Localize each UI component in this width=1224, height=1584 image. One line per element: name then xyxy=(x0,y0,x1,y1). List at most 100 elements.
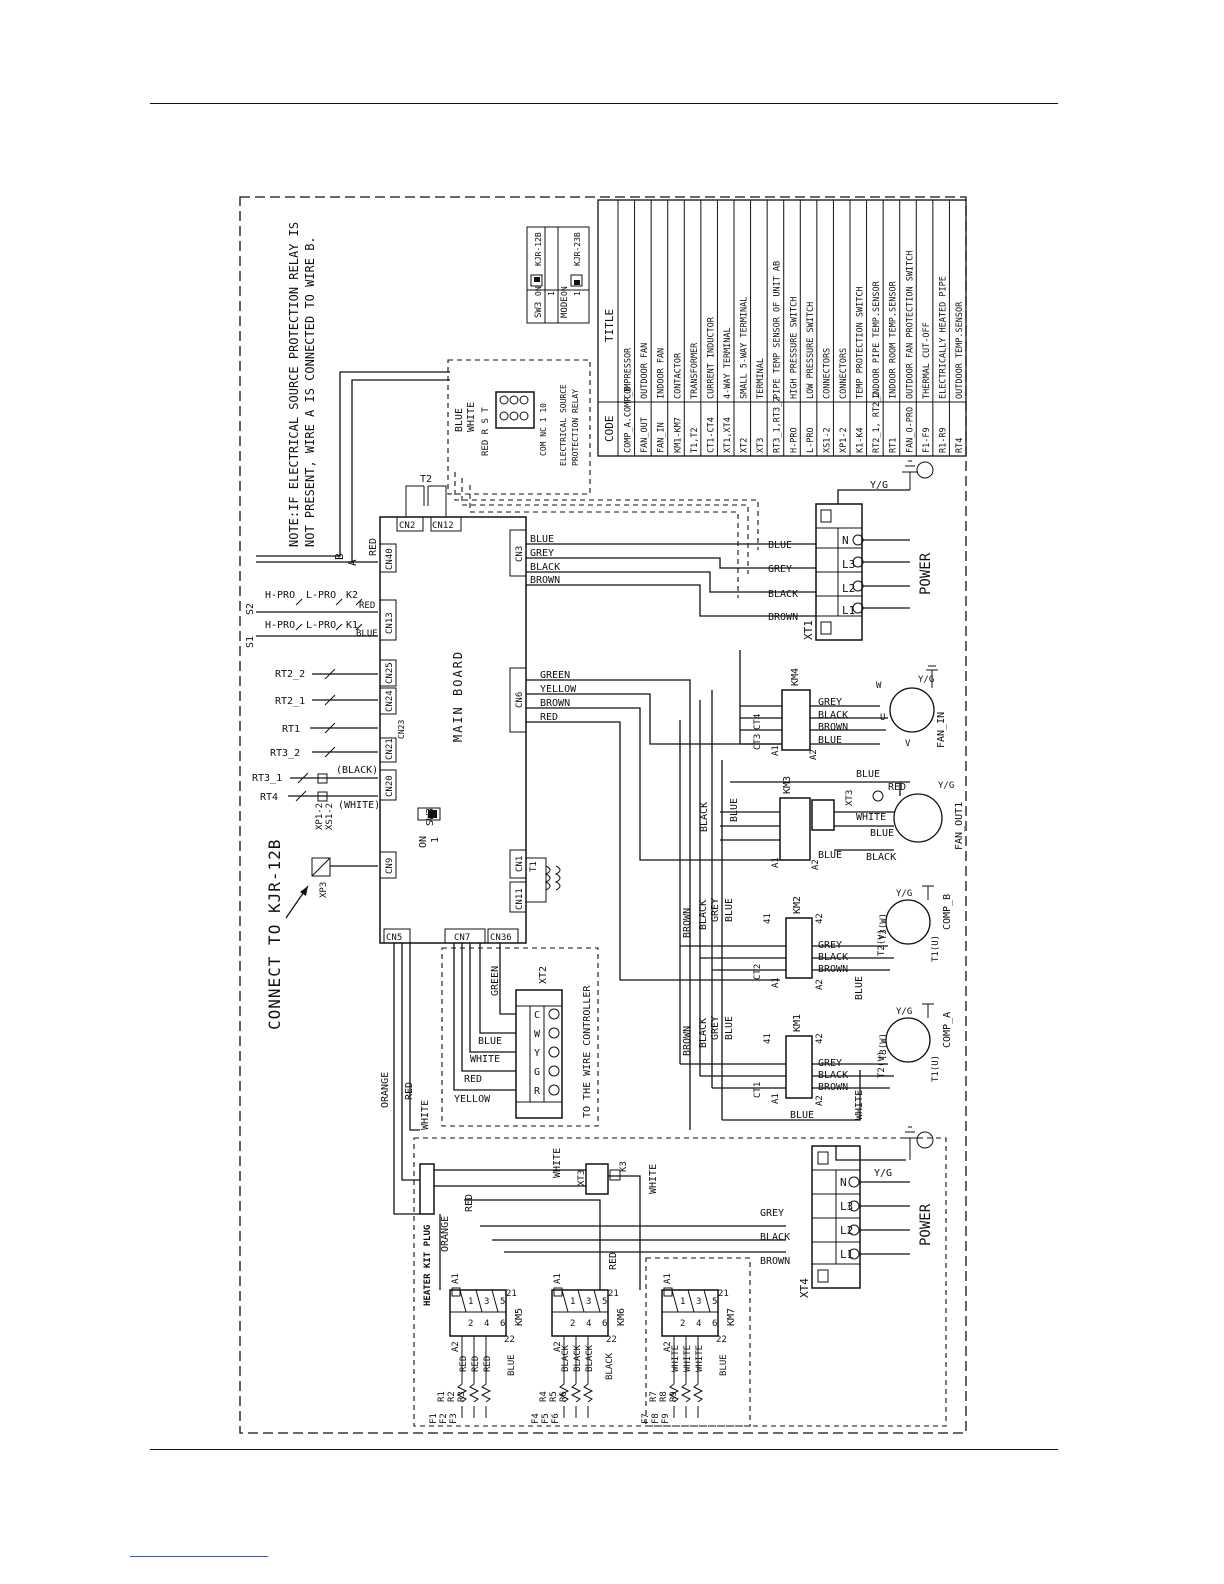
svg-text:KM3: KM3 xyxy=(782,776,793,794)
km7-pin: 5 xyxy=(712,1297,717,1307)
svg-text:GREY: GREY xyxy=(710,898,721,922)
svg-text:CN11: CN11 xyxy=(515,888,525,910)
svg-text:K2: K2 xyxy=(346,590,358,601)
svg-text:RED: RED xyxy=(540,712,558,723)
km6-wire: BLACK xyxy=(573,1344,583,1372)
svg-text:BLACK: BLACK xyxy=(760,1232,790,1243)
svg-text:ORANGE: ORANGE xyxy=(440,1216,451,1252)
sw-mode-box: SW3 MODE ON 1 ON 1 KJR-12B KJR-23B xyxy=(526,226,590,324)
legend-code: FAN_O-PRO xyxy=(905,407,915,453)
svg-text:YELLOW: YELLOW xyxy=(454,1094,491,1105)
km6-a2: A2 xyxy=(553,1341,563,1352)
right-connectors: CN3 CN6 CN1 CN11 xyxy=(509,529,527,913)
svg-text:SW3: SW3 xyxy=(534,302,544,318)
legend-title: CURRENT INDUCTOR xyxy=(706,316,716,399)
km7-a2: A2 xyxy=(663,1341,673,1352)
km5-pin: 4 xyxy=(484,1319,489,1329)
legend-code: COMP_A.COMP_B xyxy=(624,386,634,453)
contactor-km1: KM1 41 42 GREY BLACK BROWN BLUE WHITE CT… xyxy=(680,1003,953,1121)
svg-text:A1: A1 xyxy=(771,857,781,868)
svg-text:Y/G: Y/G xyxy=(870,480,888,491)
legend-title: PIPE TEMP SENSOR OF UNIT AB xyxy=(773,261,783,399)
svg-text:COMP_A: COMP_A xyxy=(942,1012,953,1048)
svg-text:FAN_IN: FAN_IN xyxy=(936,712,947,748)
transformer-t1: T1 xyxy=(526,857,561,903)
km7-pin: 2 xyxy=(680,1319,685,1329)
svg-text:BLUE: BLUE xyxy=(854,976,865,1000)
legend-code: L-PRO xyxy=(806,427,816,453)
legend-title: ELECTRICALLY HEATED PIPE xyxy=(938,276,948,399)
svg-text:CN5: CN5 xyxy=(386,933,402,943)
svg-text:1: 1 xyxy=(430,837,441,843)
km6-pin: 3 xyxy=(586,1297,591,1307)
svg-text:BLUE: BLUE xyxy=(478,1036,502,1047)
legend-title: TRANSFORMER xyxy=(690,342,700,399)
km5-fuse: F2 xyxy=(439,1413,449,1424)
svg-text:BROWN: BROWN xyxy=(682,908,693,938)
svg-text:RT1: RT1 xyxy=(282,724,300,735)
km7-wire: WHITE xyxy=(695,1345,705,1372)
svg-text:XS1-2: XS1-2 xyxy=(325,803,335,830)
svg-text:L2: L2 xyxy=(842,582,855,595)
svg-text:T1(U): T1(U) xyxy=(931,935,941,962)
km6-pin: 6 xyxy=(602,1319,607,1329)
svg-text:BLUE: BLUE xyxy=(530,534,554,545)
connect-label: CONNECT TO KJR-12B xyxy=(265,839,284,1030)
svg-text:K1: K1 xyxy=(346,620,358,631)
svg-text:CN20: CN20 xyxy=(385,775,395,797)
footer-link-underline xyxy=(130,1556,268,1557)
svg-text:KJR-12B: KJR-12B xyxy=(534,232,543,266)
contactor-km4: KM4 GREY BLACK BROWN BLUE CT4 CT3 A1 A2 … xyxy=(740,665,947,760)
km7-a1: A1 xyxy=(663,1273,673,1284)
svg-text:H-PRO: H-PRO xyxy=(265,620,295,631)
legend-title: OUTDOOR FAN PROTECTION SWITCH xyxy=(905,251,915,399)
svg-text:CN7: CN7 xyxy=(454,933,470,943)
svg-text:BLUE: BLUE xyxy=(870,828,894,839)
km5-wire: RED xyxy=(483,1356,493,1372)
svg-text:BLUE: BLUE xyxy=(790,1110,814,1121)
km6-wire: BLACK xyxy=(585,1344,595,1372)
svg-text:WHITE: WHITE xyxy=(552,1148,563,1178)
legend-title: SMALL 5-WAY TERMINAL xyxy=(740,297,750,399)
km6-resistor: R6 xyxy=(559,1391,569,1402)
legend-title: HIGH PRESSURE SWITCH xyxy=(789,297,799,399)
km6-pin: 5 xyxy=(602,1297,607,1307)
svg-text:WHITE: WHITE xyxy=(420,1100,431,1130)
svg-text:T1: T1 xyxy=(529,861,539,872)
legend-code: XT2 xyxy=(740,438,750,453)
contactor-km3: KM3 XT3 BLUE RED WHITE BLUE BLACK BLUE B… xyxy=(699,769,965,870)
electrical-source-protection-relay: T2 BLUE WHITE RED R S T COM NC 1 10 ELEC… xyxy=(405,359,759,598)
svg-text:RED: RED xyxy=(464,1194,475,1212)
footer-rule xyxy=(150,1449,1058,1450)
svg-text:RT2_2: RT2_2 xyxy=(275,669,305,680)
svg-text:W: W xyxy=(876,681,882,691)
svg-text:CN21: CN21 xyxy=(385,738,395,760)
legend-title: OUTDOOR FAN xyxy=(640,343,650,399)
svg-text:ON: ON xyxy=(534,286,543,296)
svg-text:A: A xyxy=(346,559,359,566)
terminal-xt1: N L3 L2 L1 XT1 BLUE GREY BLACK BROWN Y/G… xyxy=(768,460,934,641)
svg-text:T2(V): T2(V) xyxy=(877,929,887,956)
legend-code: FAN_OUT xyxy=(640,417,650,453)
svg-text:BLUE: BLUE xyxy=(768,540,792,551)
cn3-wires: BLUE GREY BLACK BROWN xyxy=(526,534,816,617)
km5-resistor: R2 xyxy=(447,1391,457,1402)
km5-n21: 21 xyxy=(506,1289,517,1299)
legend-code: F1-F9 xyxy=(922,427,932,453)
km7-pin: 6 xyxy=(712,1319,717,1329)
km6-n22: 22 xyxy=(606,1335,617,1345)
svg-text:RED: RED xyxy=(608,1252,619,1270)
svg-text:HEATER KIT PLUG: HEATER KIT PLUG xyxy=(423,1225,433,1306)
svg-text:V: V xyxy=(905,739,911,749)
legend-title: TEMP PROTECTION SWITCH xyxy=(856,286,866,399)
svg-text:BLUE: BLUE xyxy=(454,408,465,432)
svg-text:CT2: CT2 xyxy=(753,964,763,980)
svg-text:K3: K3 xyxy=(619,1161,629,1172)
km7-pin: 1 xyxy=(680,1297,685,1307)
svg-text:Y/G: Y/G xyxy=(874,1168,892,1179)
svg-text:S1: S1 xyxy=(245,636,256,648)
svg-text:KM1: KM1 xyxy=(792,1014,803,1032)
pressure-switches: S2 S1 H-PRO L-PRO K2 RED H-PRO L-PRO K1 … xyxy=(245,590,378,648)
km5-resistor: R3 xyxy=(457,1391,467,1402)
svg-text:RED R S T: RED R S T xyxy=(481,407,491,456)
